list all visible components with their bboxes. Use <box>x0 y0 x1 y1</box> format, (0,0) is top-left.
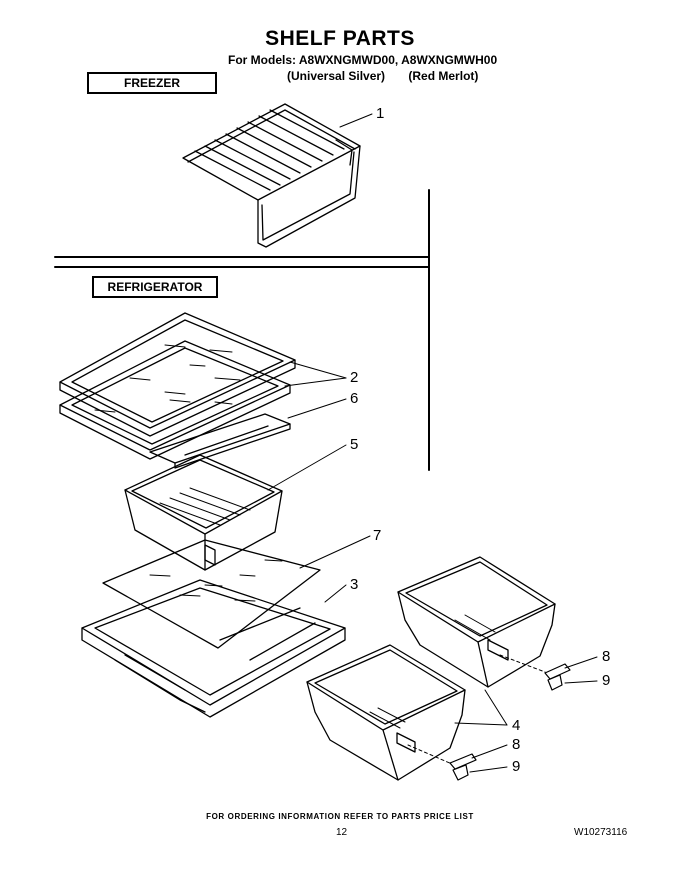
crisper-drawer-upper <box>397 556 556 688</box>
callout-1: 1 <box>376 105 384 122</box>
callout-7: 7 <box>373 527 381 544</box>
deli-pan-drawer <box>124 454 283 571</box>
callout-9-lower: 9 <box>512 758 520 775</box>
callout-8-upper: 8 <box>602 648 610 665</box>
drawer-slide-upper <box>544 663 571 691</box>
drawer-slide-lower <box>449 753 477 781</box>
page-title: SHELF PARTS <box>265 27 415 50</box>
document-number: W10273116 <box>574 827 628 838</box>
section-divider <box>54 189 430 471</box>
model-numbers: For Models: A8WXNGMWD00, A8WXNGMWH00 <box>228 53 498 67</box>
glass-shelf-upper <box>59 312 296 437</box>
callout-4: 4 <box>512 717 520 734</box>
callout-numbers: 1 2 6 5 7 3 8 9 4 8 9 <box>350 105 610 775</box>
callout-2: 2 <box>350 369 358 386</box>
crisper-frame <box>81 579 346 718</box>
crisper-glass-cover <box>102 539 321 649</box>
crisper-cover-frame <box>149 413 291 469</box>
freezer-section-label: FREEZER <box>87 72 217 94</box>
callout-3: 3 <box>350 576 358 593</box>
leader-lines <box>267 113 598 773</box>
hidden-lines <box>407 654 546 765</box>
callout-5: 5 <box>350 436 358 453</box>
crisper-drawer-lower <box>306 644 466 781</box>
ordering-note: FOR ORDERING INFORMATION REFER TO PARTS … <box>206 812 474 821</box>
freezer-wire-shelf <box>182 103 361 248</box>
page-number: 12 <box>336 827 348 838</box>
variant-red-merlot: (Red Merlot) <box>408 69 479 83</box>
model-variants: (Universal Silver) (Red Merlot) <box>287 69 478 83</box>
variant-universal-silver: (Universal Silver) <box>287 69 386 83</box>
callout-8-lower: 8 <box>512 736 520 753</box>
callout-9-upper: 9 <box>602 672 610 689</box>
refrigerator-section-label: REFRIGERATOR <box>92 276 218 298</box>
callout-6: 6 <box>350 390 358 407</box>
